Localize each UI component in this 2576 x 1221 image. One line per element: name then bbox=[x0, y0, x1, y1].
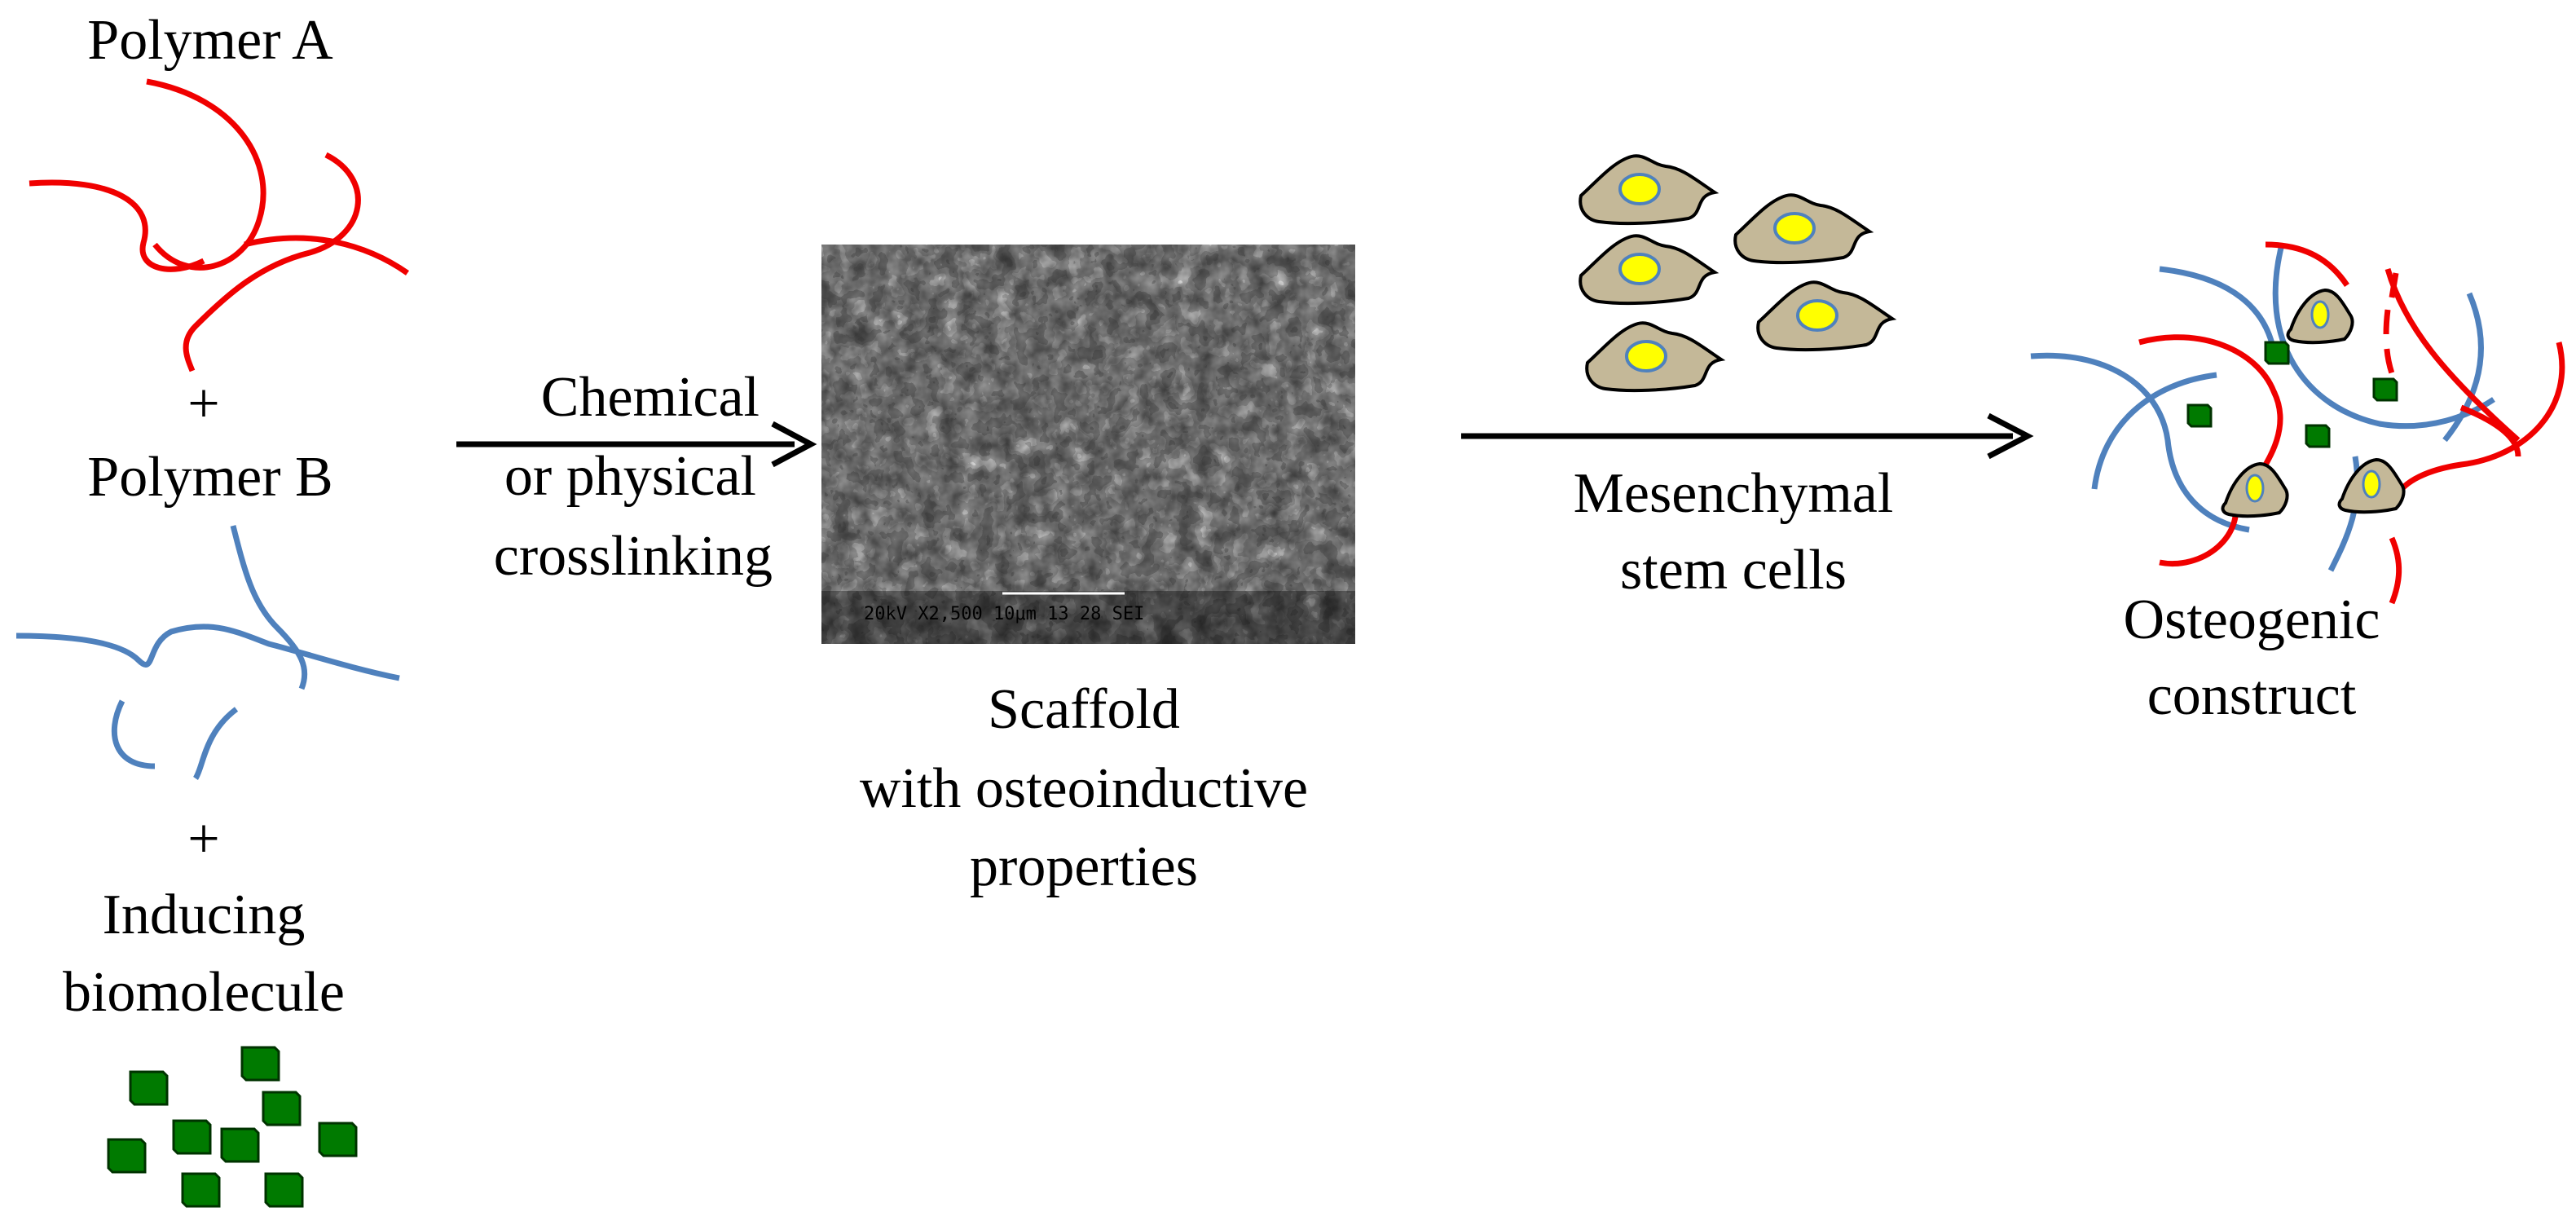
biomolecule-square bbox=[240, 1046, 280, 1082]
stem-cell bbox=[2221, 462, 2289, 518]
polymer-b-network bbox=[15, 525, 400, 780]
seeding-arrow bbox=[1461, 412, 2034, 460]
polymer-b-label: Polymer B bbox=[87, 446, 332, 509]
stem-cells-label: Mesenchymal bbox=[1574, 462, 1894, 525]
stem-cells-label: stem cells bbox=[1620, 539, 1847, 602]
polymer-a-network bbox=[29, 78, 410, 372]
construct-label: construct bbox=[2147, 664, 2357, 727]
stem-cell bbox=[1585, 321, 1723, 393]
biomolecule-group bbox=[107, 1046, 358, 1208]
crosslinking-arrow bbox=[456, 421, 817, 468]
biomolecule-square bbox=[2305, 424, 2331, 448]
stem-cell bbox=[2286, 289, 2354, 345]
biomolecule-square bbox=[129, 1070, 169, 1106]
polymer-a-label: Polymer A bbox=[87, 9, 333, 72]
stem-cell bbox=[1579, 234, 1716, 306]
biomolecule-square bbox=[172, 1119, 212, 1155]
biomolecule-square bbox=[2372, 377, 2398, 402]
stem-cell bbox=[1756, 280, 1894, 352]
inducing-biomolecule-label: Inducing bbox=[103, 884, 306, 946]
scaffold-label: with osteoinductive bbox=[860, 757, 1308, 820]
stem-cell bbox=[2337, 458, 2406, 514]
stem-cell bbox=[1579, 154, 1716, 226]
plus-sign: + bbox=[187, 372, 219, 435]
scaffold-label: properties bbox=[970, 835, 1198, 898]
biomolecule-square bbox=[264, 1172, 304, 1208]
biomolecule-square bbox=[2186, 403, 2213, 428]
crosslinking-label: crosslinking bbox=[494, 525, 773, 588]
biomolecule-square bbox=[318, 1122, 358, 1157]
crosslinking-label: Chemical bbox=[541, 366, 760, 429]
osteogenic-construct bbox=[2030, 241, 2565, 605]
construct-label: Osteogenic bbox=[2124, 588, 2380, 651]
scaffold-sem-image: 20kV X2,500 10μm 13 28 SEI bbox=[821, 245, 1355, 644]
crosslinking-label: or physical bbox=[504, 445, 756, 508]
stem-cell bbox=[1733, 193, 1871, 265]
biomolecule-square bbox=[2264, 341, 2290, 365]
biomolecule-square bbox=[181, 1172, 221, 1208]
inducing-biomolecule-label: biomolecule bbox=[63, 961, 345, 1024]
scaffold-label: Scaffold bbox=[988, 678, 1180, 741]
biomolecule-square bbox=[220, 1127, 260, 1163]
stem-cells-group bbox=[1579, 154, 1894, 393]
biomolecule-square bbox=[107, 1138, 147, 1174]
plus-sign: + bbox=[187, 808, 219, 871]
sem-caption: 20kV X2,500 10μm 13 28 SEI bbox=[864, 604, 1144, 624]
biomolecule-square bbox=[262, 1091, 302, 1126]
